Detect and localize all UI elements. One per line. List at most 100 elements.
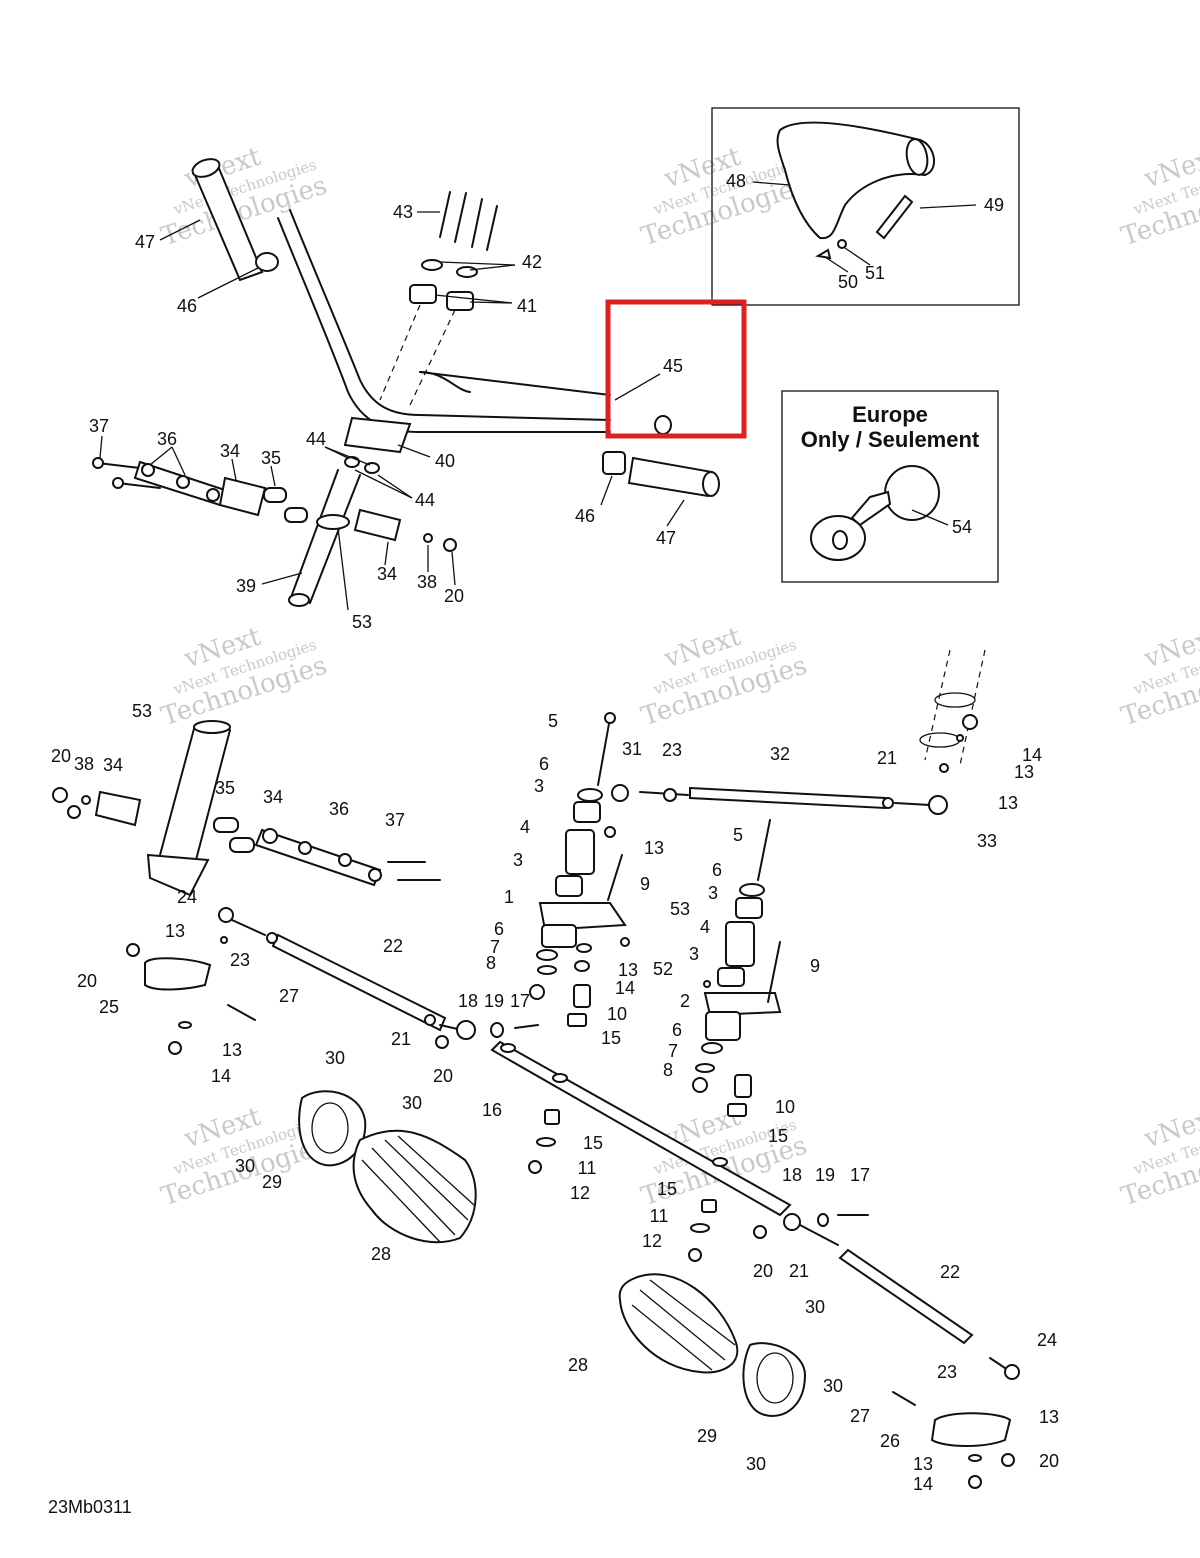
callout-label: 14 xyxy=(913,1474,933,1494)
callout-label: 31 xyxy=(622,739,642,759)
callout-label: 7 xyxy=(668,1041,678,1061)
callout-label: 30 xyxy=(325,1048,345,1068)
callout-label: 44 xyxy=(415,490,435,510)
callout-label: 15 xyxy=(768,1126,788,1146)
callout-label: 4 xyxy=(700,917,710,937)
callout-label: 20 xyxy=(433,1066,453,1086)
boot xyxy=(618,1273,739,1374)
callout-label: 14 xyxy=(1022,745,1042,765)
callout-label: 19 xyxy=(484,991,504,1011)
callout-label: 22 xyxy=(940,1262,960,1282)
callout-label: 24 xyxy=(1037,1330,1057,1350)
callout-label: 13 xyxy=(618,960,638,980)
callout-label: 10 xyxy=(775,1097,795,1117)
callout-label: 17 xyxy=(850,1165,870,1185)
handlebar-tube xyxy=(289,209,611,421)
callout-label: 48 xyxy=(726,171,746,191)
handlebar-bolts xyxy=(439,191,498,251)
callout-label: 23 xyxy=(937,1362,957,1382)
callout-label: 38 xyxy=(74,754,94,774)
center-arm xyxy=(490,1040,792,1217)
callout-label: 13 xyxy=(165,921,185,941)
callout-label: 2 xyxy=(680,991,690,1011)
callout-label: 13 xyxy=(1014,762,1034,782)
callout-label: 47 xyxy=(135,232,155,252)
callout-label: 40 xyxy=(435,451,455,471)
handguard-screw xyxy=(875,194,914,240)
linkage-top xyxy=(92,456,457,552)
callout-label: 18 xyxy=(782,1165,802,1185)
callout-label: 34 xyxy=(263,787,283,807)
callout-label: 30 xyxy=(402,1093,422,1113)
callout-label: 1 xyxy=(504,887,514,907)
callout-label: 32 xyxy=(770,744,790,764)
callout-label: 51 xyxy=(865,263,885,283)
callout-label: 7 xyxy=(490,937,500,957)
callout-label: 52 xyxy=(653,959,673,979)
callout-label: 36 xyxy=(157,429,177,449)
callout-label: 17 xyxy=(510,991,530,1011)
callout-label: 9 xyxy=(640,874,650,894)
callout-label: 46 xyxy=(575,506,595,526)
callout-label: 25 xyxy=(99,997,119,1017)
callout-label: 15 xyxy=(657,1179,677,1199)
europe-title: Europe xyxy=(852,402,928,427)
callout-label: 14 xyxy=(211,1066,231,1086)
callout-label: 53 xyxy=(132,701,152,721)
callout-label: 8 xyxy=(663,1060,673,1080)
callout-label: 54 xyxy=(952,517,972,537)
callout-label: 21 xyxy=(789,1261,809,1281)
callout-label: 3 xyxy=(534,776,544,796)
europe-only-box: Europe Only / Seulement xyxy=(781,390,999,583)
callout-label: 38 xyxy=(417,572,437,592)
callout-label: 20 xyxy=(444,586,464,606)
callout-label: 5 xyxy=(548,711,558,731)
callout-label: 37 xyxy=(89,416,109,436)
callout-label: 29 xyxy=(697,1426,717,1446)
callout-label: 46 xyxy=(177,296,197,316)
europe-subtitle: Only / Seulement xyxy=(801,427,980,452)
clamp-base xyxy=(343,416,412,454)
callout-label: 45 xyxy=(663,356,683,376)
callout-label: 13 xyxy=(998,793,1018,813)
callout-label: 20 xyxy=(51,746,71,766)
callout-label: 9 xyxy=(810,956,820,976)
callout-label: 28 xyxy=(371,1244,391,1264)
callout-label: 36 xyxy=(329,799,349,819)
clamp xyxy=(446,291,474,311)
steering-linkage-assembly xyxy=(52,649,1020,1489)
callout-label: 37 xyxy=(385,810,405,830)
diagram-code: 23Mb0311 xyxy=(48,1497,132,1517)
callout-label: 11 xyxy=(578,1158,597,1178)
callout-label: 21 xyxy=(877,748,897,768)
callout-label: 47 xyxy=(656,528,676,548)
callout-label: 34 xyxy=(220,441,240,461)
inset-box-handguard xyxy=(711,107,1020,306)
highlight-box xyxy=(605,299,747,439)
callout-label: 3 xyxy=(708,883,718,903)
left-spacer xyxy=(255,252,279,272)
callout-label: 15 xyxy=(583,1133,603,1153)
callout-label: 19 xyxy=(815,1165,835,1185)
callout-label: 4 xyxy=(520,817,530,837)
callout-label: 30 xyxy=(823,1376,843,1396)
callout-label: 8 xyxy=(486,953,496,973)
callout-label: 20 xyxy=(753,1261,773,1281)
callout-label: 5 xyxy=(733,825,743,845)
handlebar-assembly xyxy=(92,158,720,611)
callout-label: 20 xyxy=(1039,1451,1059,1471)
callout-label: 12 xyxy=(642,1231,662,1251)
handguard xyxy=(776,121,935,240)
handlebar-tube-edge xyxy=(277,217,611,433)
callout-label: 13 xyxy=(644,838,664,858)
callout-label: 16 xyxy=(482,1100,502,1120)
callout-label: 13 xyxy=(913,1454,933,1474)
callout-label: 27 xyxy=(850,1406,870,1426)
callout-label: 34 xyxy=(103,755,123,775)
callout-label: 27 xyxy=(279,986,299,1006)
callout-label: 18 xyxy=(458,991,478,1011)
callout-label: 35 xyxy=(215,778,235,798)
callout-label: 21 xyxy=(391,1029,411,1049)
callout-label: 11 xyxy=(650,1206,669,1226)
